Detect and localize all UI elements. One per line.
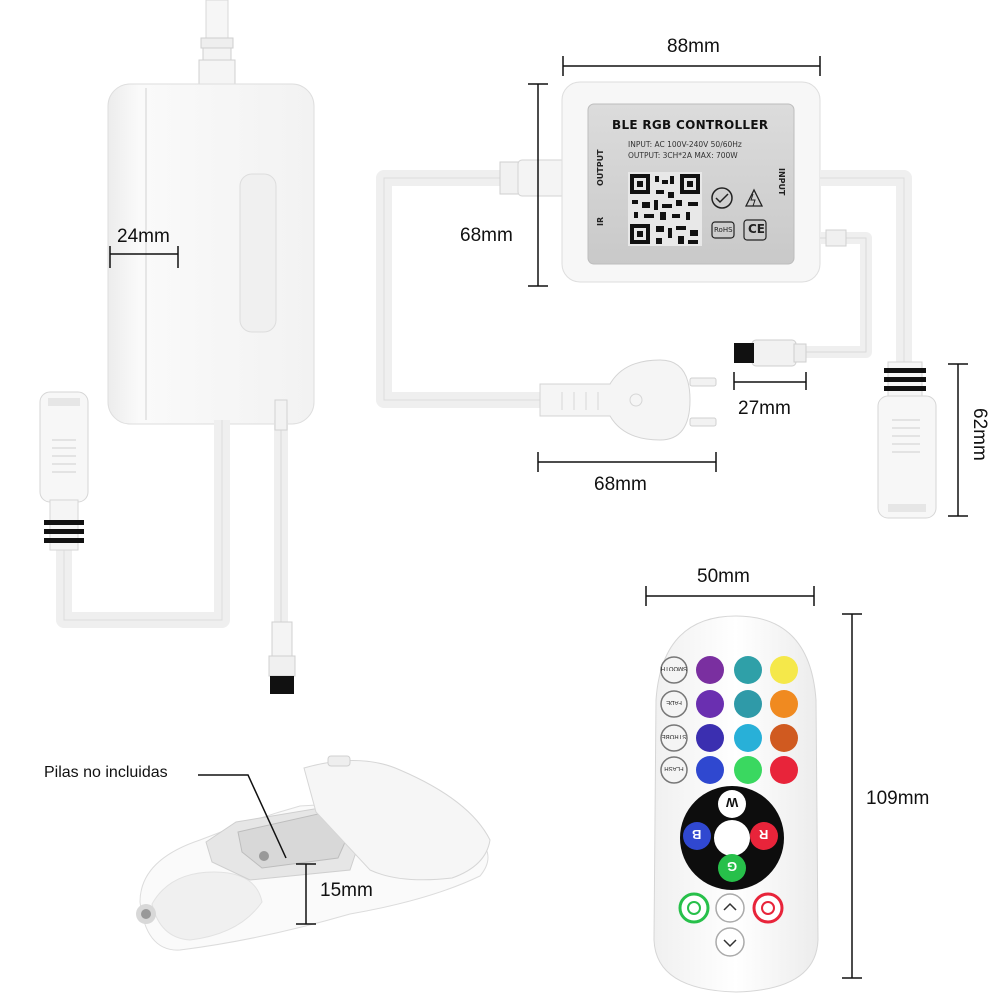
color-button[interactable] [734,756,762,784]
dim-label-remote-height: 109mm [866,788,930,809]
color-button[interactable] [770,756,798,784]
mode-button-label: FADE [666,699,682,705]
controller-input-spec: INPUT: AC 100V-240V 50/60Hz [628,140,742,149]
ce-mark: CE [748,222,766,236]
mode-buttons [660,656,688,784]
controller-title: BLE RGB CONTROLLER [612,118,769,132]
wheel-b-button[interactable]: B [692,827,702,842]
controller [376,81,937,519]
color-button[interactable] [696,756,724,784]
mode-button-label: STROBE [661,733,687,739]
dim-adapter-thickness [109,246,179,268]
color-button-grid [696,656,798,784]
color-button[interactable] [770,724,798,752]
remote-back-open [136,755,491,951]
rohs-mark: RoHS [714,226,733,234]
mode-button-strobe[interactable] [660,724,688,752]
mode-button-label: SMOOTH [660,665,688,671]
dim-lines-remote [645,586,862,979]
color-button[interactable] [696,724,724,752]
ir-remote [653,615,819,993]
color-button[interactable] [734,690,762,718]
controller-output-spec: OUTPUT: 3CH*2A MAX: 700W [628,151,738,160]
controller-side-input: INPUT [777,168,786,196]
dim-label-controller-height: 68mm [460,225,513,246]
color-button[interactable] [770,656,798,684]
wheel-w-button[interactable]: W [726,795,739,810]
color-button[interactable] [770,690,798,718]
color-button[interactable] [696,690,724,718]
dim-label-remote-width: 50mm [697,566,750,587]
mode-button-flash[interactable] [660,756,688,784]
controller-side-ir: IR [596,216,605,226]
wheel-r-button[interactable]: R [759,827,769,842]
mode-button-fade[interactable] [660,690,688,718]
power-adapter [39,0,315,694]
dim-label-strip-connector: 62mm [969,408,990,461]
color-button[interactable] [734,724,762,752]
dim-lines-controller [528,56,968,517]
dim-label-plug-length: 68mm [594,474,647,495]
color-button[interactable] [734,656,762,684]
color-button[interactable] [696,656,724,684]
battery-note: Pilas no incluidas [44,764,168,781]
dim-label-adapter-thickness: 24mm [117,226,170,247]
dim-battery-depth [296,863,316,925]
mode-button-label: FLASH [664,765,684,771]
dim-label-controller-width: 88mm [667,36,720,57]
dim-label-dc-connector: 27mm [738,398,791,419]
mode-button-smooth[interactable] [660,656,688,684]
dim-label-battery-depth: 15mm [320,880,373,901]
controller-side-output: OUTPUT [596,149,605,186]
wheel-g-button[interactable]: G [727,859,738,874]
